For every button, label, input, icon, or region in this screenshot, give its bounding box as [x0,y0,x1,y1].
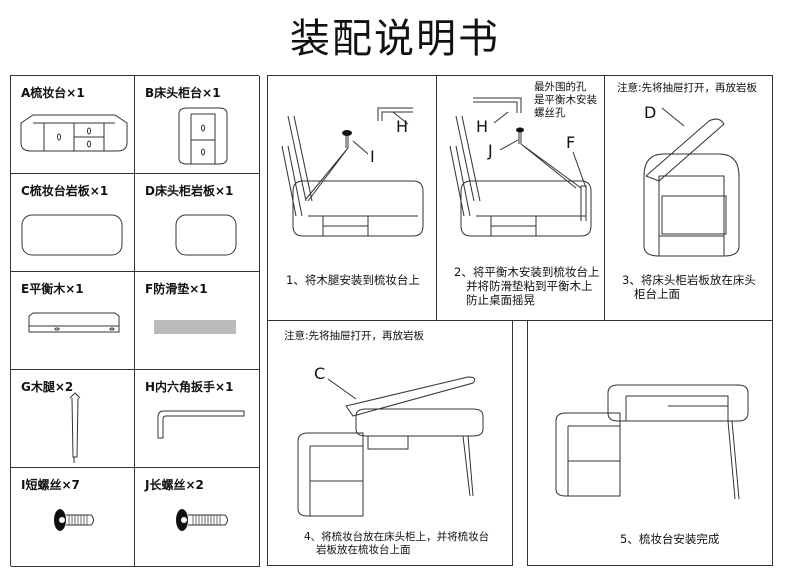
svg-text:I: I [370,147,375,166]
part-label: D床头柜岩板×1 [145,184,234,198]
part-label: I短螺丝×7 [21,478,80,492]
note-line: 是平衡木安装 [534,94,597,106]
long-screw-icon [176,509,228,531]
part-f: F防滑垫×1 [135,272,260,370]
part-label: G木腿×2 [21,380,74,394]
svg-text:C: C [314,364,325,383]
caption-line: 柜台上面 [634,287,680,301]
part-label: B床头柜台×1 [145,86,221,100]
page-title: 装配说明书 [290,16,500,62]
step-5: 5、梳妆台安装完成 [527,320,773,566]
step-4-note: 注意:先将抽屉打开，再放岩板 [284,330,425,342]
parts-list: A梳妆台×1 B床头柜台×1 C梳妆台岩板×1 D床头柜岩板×1 E平衡木×1 … [10,75,260,567]
caption-line: 岩板放在梳妆台上面 [316,544,411,556]
part-d: D床头柜岩板×1 [135,174,260,272]
part-label: H内六角扳手×1 [145,380,234,394]
part-g: G木腿×2 [11,370,135,468]
svg-text:D: D [644,103,656,122]
nightstand-icon [178,107,228,165]
anti-slip-pad-icon [154,320,236,334]
part-j: J长螺丝×2 [135,468,260,567]
step-4-illustration: C [297,364,484,517]
part-h: H内六角扳手×1 [135,370,260,468]
part-b: B床头柜台×1 [135,76,260,174]
part-c: C梳妆台岩板×1 [11,174,135,272]
caption-line: 2、将平衡木安装到梳妆台上 [454,265,600,279]
balance-beam-icon [28,312,120,333]
steps-top: H I 1、将木腿安装到梳妆台上 最外围的孔是平衡木安装螺丝孔 H J F 2、… [267,75,773,321]
step-5-illustration [555,384,749,500]
step-1-caption: 1、将木腿安装到梳妆台上 [286,273,420,287]
step-4-caption: 4、将梳妆台放在床头柜上，并将梳妆台岩板放在梳妆台上面 [304,531,489,557]
step-2-note: 最外围的孔是平衡木安装螺丝孔 [534,81,597,120]
vanity-stone-top-icon [21,214,123,256]
step-3: 注意:先将抽屉打开，再放岩板 D 3、将床头柜岩板放在床头柜台上面 [604,76,772,320]
note-line: 最外围的孔 [534,81,587,93]
part-label: J长螺丝×2 [145,478,204,492]
part-label: F防滑垫×1 [145,282,208,296]
step-4: 注意:先将抽屉打开，再放岩板 C 4、将梳妆台放在床头柜上，并将梳妆台岩板放在梳… [267,320,513,566]
step-3-illustration: D [643,103,740,257]
svg-text:H: H [476,117,488,136]
step-1-illustration: H I [281,107,424,237]
part-label: C梳妆台岩板×1 [21,184,109,198]
step-2-caption: 2、将平衡木安装到梳妆台上并将防滑垫粘到平衡木上防止桌面摇晃 [454,265,599,307]
step-2-illustration: H J F [449,97,592,237]
caption-line: 并将防滑垫粘到平衡木上 [466,279,593,293]
svg-text:H: H [396,117,408,136]
part-i: I短螺丝×7 [11,468,135,567]
step-5-caption: 5、梳妆台安装完成 [620,532,720,546]
part-label: A梳妆台×1 [21,86,85,100]
note-line: 螺丝孔 [534,107,566,119]
caption-line: 防止桌面摇晃 [466,293,535,307]
part-e: E平衡木×1 [11,272,135,370]
svg-text:J: J [487,141,493,160]
step-3-caption: 3、将床头柜岩板放在床头柜台上面 [622,273,756,301]
caption-line: 3、将床头柜岩板放在床头 [622,273,756,287]
svg-text:F: F [566,133,575,152]
vanity-table-icon [20,114,128,152]
part-label: E平衡木×1 [21,282,84,296]
step-1: H I 1、将木腿安装到梳妆台上 [268,76,437,320]
short-screw-icon [54,509,94,531]
nightstand-stone-top-icon [175,214,237,256]
step-3-note: 注意:先将抽屉打开，再放岩板 [617,82,758,94]
wooden-leg-icon [69,392,81,463]
step-2: 最外围的孔是平衡木安装螺丝孔 H J F 2、将平衡木安装到梳妆台上并将防滑垫粘… [436,76,605,320]
part-a: A梳妆台×1 [11,76,135,174]
hex-wrench-icon [157,410,245,439]
caption-line: 4、将梳妆台放在床头柜上，并将梳妆台 [304,531,490,543]
